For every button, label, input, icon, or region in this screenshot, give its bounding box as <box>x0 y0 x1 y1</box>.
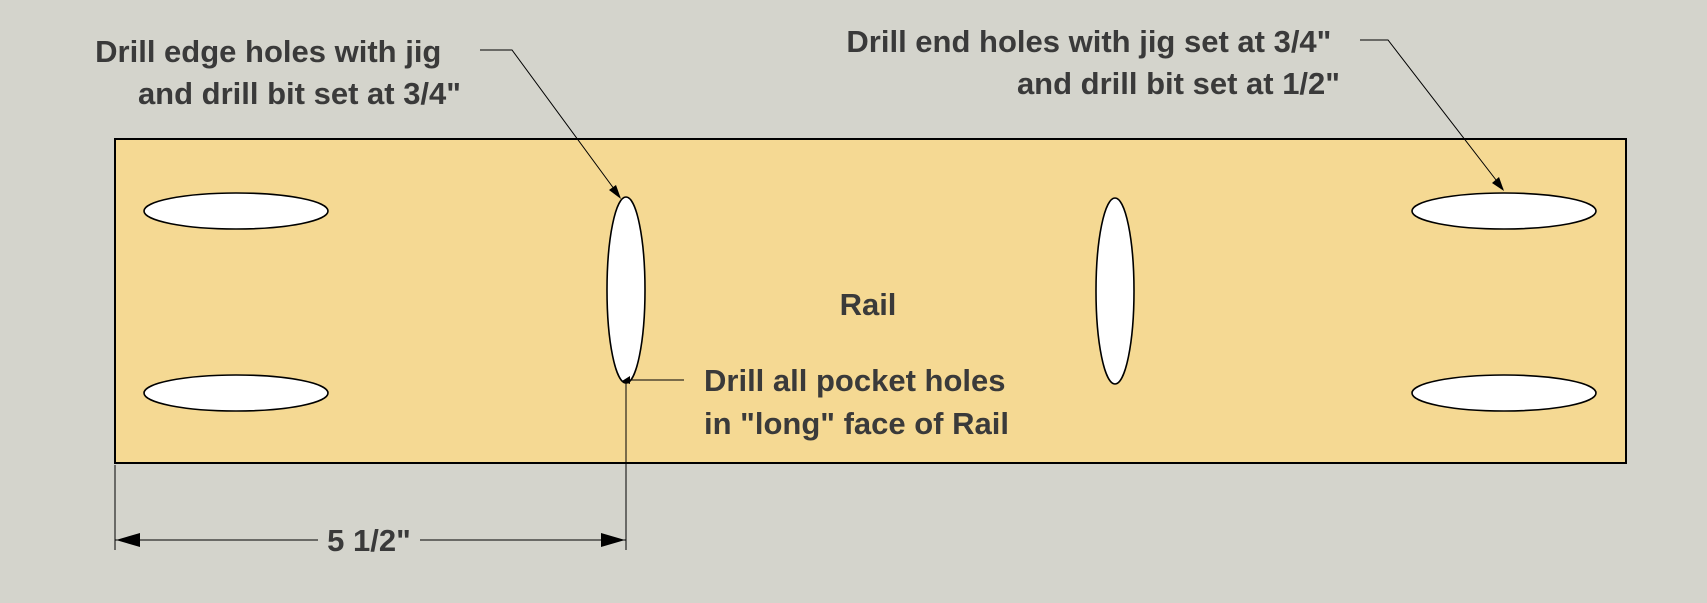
arrowhead-pocket-holes <box>622 376 630 384</box>
pocket-hole-center-right <box>1095 197 1135 385</box>
rail-label: Rail <box>840 287 897 322</box>
arrowhead-edge-holes <box>609 185 621 199</box>
leader-edge-holes <box>480 49 621 198</box>
dimension-label: 5 1/2" <box>327 523 411 558</box>
pocket-hole-right-top <box>1411 192 1597 230</box>
dimension-arrow-left <box>116 533 140 547</box>
svg-text:Drill all pocket holes in: Drill all pocket holes in "long" face of… <box>704 363 1014 441</box>
leader-end-holes <box>1360 39 1504 190</box>
dimension-arrow-right <box>601 533 625 547</box>
svg-text:Drill edge holes with jig: Drill edge holes with jig and drill bit … <box>95 34 461 111</box>
edge-holes-note-line1: Drill edge holes with jig <box>95 34 441 69</box>
edge-holes-note-line2: and drill bit set at 3/4" <box>138 76 461 111</box>
rail-board <box>114 138 1627 464</box>
dimension-extension-lines <box>114 382 627 550</box>
pocket-holes-note-line2: in "long" face of Rail <box>704 406 1009 441</box>
pocket-hole-center-left <box>606 196 646 384</box>
arrowhead-end-holes <box>1492 177 1504 191</box>
end-holes-note-line1: Drill end holes with jig set at 3/4" <box>846 24 1331 59</box>
end-holes-note-line2: and drill bit set at 1/2" <box>1017 66 1340 101</box>
pocket-hole-left-bottom <box>143 374 329 412</box>
pocket-holes-note-line1: Drill all pocket holes <box>704 363 1005 398</box>
svg-text:Drill end holes with jig set a: Drill end holes with jig set at 3/4" and… <box>846 24 1340 101</box>
pocket-hole-left-top <box>143 192 329 230</box>
pocket-hole-right-bottom <box>1411 374 1597 412</box>
